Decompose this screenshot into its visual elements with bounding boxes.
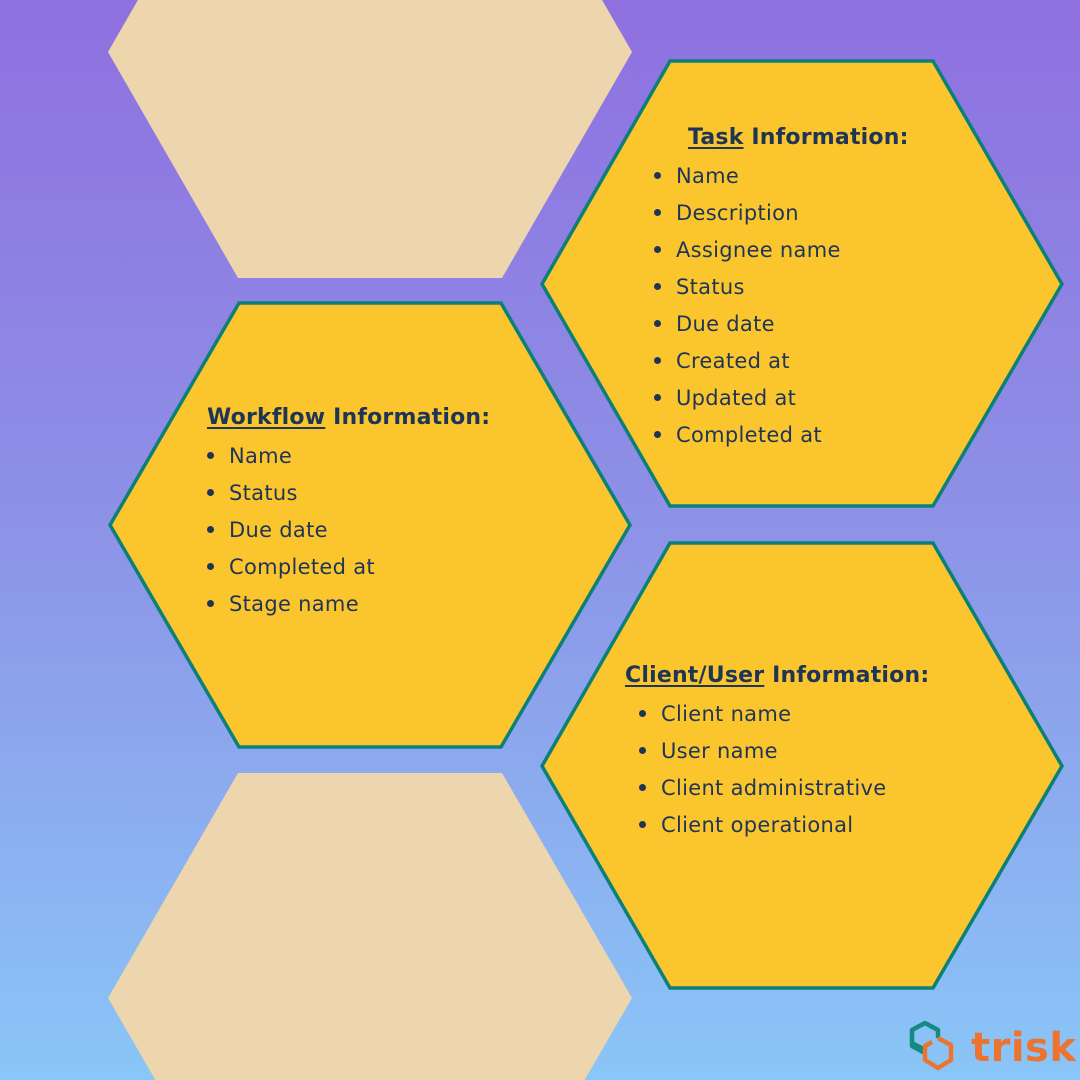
bullet-icon xyxy=(639,746,646,754)
bullet-icon xyxy=(639,709,646,717)
bullet-icon xyxy=(207,488,214,496)
client-info-title: Client/User Information: xyxy=(625,663,929,688)
task-title-rest: Information: xyxy=(743,125,909,150)
list-item: Completed at xyxy=(650,417,909,454)
list-item: User name xyxy=(635,733,929,770)
list-item: Updated at xyxy=(650,380,909,417)
list-item: Name xyxy=(203,438,490,475)
bullet-icon xyxy=(654,282,661,290)
list-item: Client administrative xyxy=(635,770,929,807)
list-item: Due date xyxy=(650,306,909,343)
decorative-hexagon-top xyxy=(108,0,632,278)
list-item: Assignee name xyxy=(650,232,909,269)
list-item: Client name xyxy=(635,696,929,733)
bullet-icon xyxy=(654,356,661,364)
client-info-block: Client/User Information: Client name Use… xyxy=(625,663,929,844)
workflow-info-title: Workflow Information: xyxy=(207,405,490,430)
bullet-icon xyxy=(207,451,214,459)
workflow-hexagon xyxy=(107,301,633,749)
client-title-keyword: Client/User xyxy=(625,663,765,688)
bullet-icon xyxy=(207,525,214,533)
task-info-title: Task Information: xyxy=(688,125,909,150)
bullet-icon xyxy=(654,430,661,438)
task-hexagon xyxy=(539,59,1065,508)
list-item: Description xyxy=(650,195,909,232)
bullet-icon xyxy=(639,820,646,828)
task-info-block: Task Information: Name Description Assig… xyxy=(650,125,909,454)
workflow-title-rest: Information: xyxy=(325,405,491,430)
workflow-title-keyword: Workflow xyxy=(207,405,326,430)
client-info-list: Client name User name Client administrat… xyxy=(635,696,929,844)
list-item: Client operational xyxy=(635,807,929,844)
interlocking-hexagons-icon xyxy=(909,1020,954,1071)
list-item: Status xyxy=(650,269,909,306)
list-item: Due date xyxy=(203,512,490,549)
bullet-icon xyxy=(654,393,661,401)
list-item: Name xyxy=(650,158,909,195)
client-title-rest: Information: xyxy=(764,663,930,688)
list-item: Status xyxy=(203,475,490,512)
bullet-icon xyxy=(654,319,661,327)
bullet-icon xyxy=(654,245,661,253)
bullet-icon xyxy=(639,783,646,791)
decorative-hexagon-bottom xyxy=(108,773,632,1080)
task-title-keyword: Task xyxy=(688,125,744,150)
workflow-info-list: Name Status Due date Completed at Stage … xyxy=(203,438,490,623)
trisk-logo: trisk xyxy=(905,1020,1076,1076)
list-item: Created at xyxy=(650,343,909,380)
logo-wordmark: trisk xyxy=(971,1025,1077,1071)
list-item: Stage name xyxy=(203,586,490,623)
client-hexagon xyxy=(539,541,1065,990)
bullet-icon xyxy=(654,171,661,179)
task-info-list: Name Description Assignee name Status Du… xyxy=(650,158,909,454)
list-item: Completed at xyxy=(203,549,490,586)
bullet-icon xyxy=(207,599,214,607)
bullet-icon xyxy=(207,562,214,570)
bullet-icon xyxy=(654,208,661,216)
workflow-info-block: Workflow Information: Name Status Due da… xyxy=(203,405,490,623)
